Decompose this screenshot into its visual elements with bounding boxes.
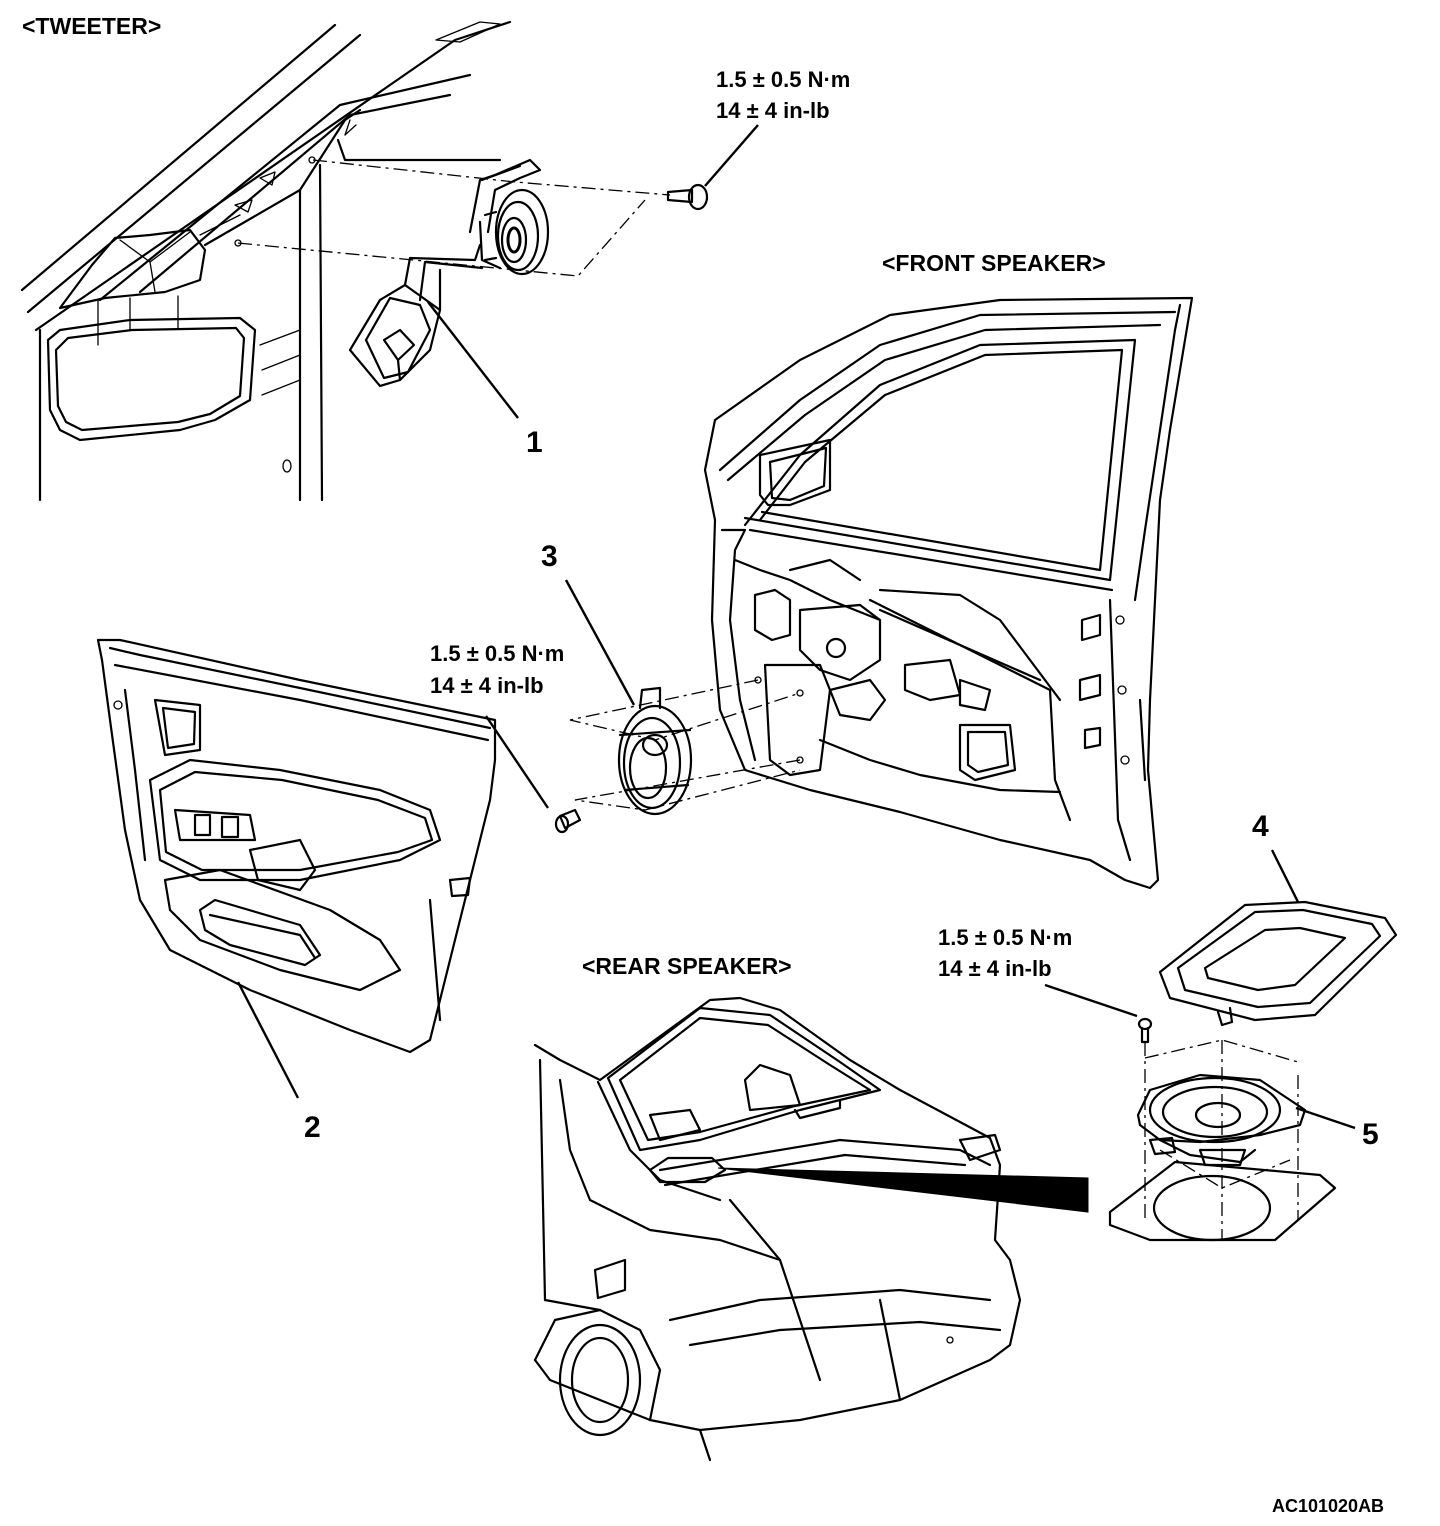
svg-text:14 ± 4 in-lb: 14 ± 4 in-lb xyxy=(938,956,1052,981)
torque-spec-tweeter: 1.5 ± 0.5 N·m 14 ± 4 in-lb xyxy=(716,67,850,123)
rear-speaker-screw xyxy=(1137,1017,1153,1044)
callout-3: 3 xyxy=(541,540,558,573)
section-label-rear-speaker: <REAR SPEAKER> xyxy=(582,953,792,979)
torque-spec-rear-speaker: 1.5 ± 0.5 N·m 14 ± 4 in-lb xyxy=(938,925,1072,981)
rear-shelf-detail xyxy=(1108,1160,1337,1242)
door-trim-panel xyxy=(96,638,497,1054)
leader-5 xyxy=(1295,1106,1356,1130)
rear-speaker-grille xyxy=(1158,900,1398,1027)
detail-pointer-wedge xyxy=(717,1167,1089,1213)
leader-tweeter-torque xyxy=(704,124,759,187)
rear-speaker-location-marker xyxy=(648,1156,727,1184)
tweeter-pillar-drawing xyxy=(20,20,512,502)
front-door-drawing xyxy=(703,296,1194,890)
front-speaker-screw xyxy=(554,808,582,834)
leader-3 xyxy=(564,579,636,706)
rear-speaker xyxy=(1136,1073,1307,1167)
leader-2 xyxy=(236,981,300,1099)
section-label-front-speaker: <FRONT SPEAKER> xyxy=(882,250,1106,276)
front-speaker xyxy=(617,686,693,816)
callout-1: 1 xyxy=(526,426,543,459)
callout-4: 4 xyxy=(1252,810,1269,843)
leader-front-torque xyxy=(485,715,549,809)
leader-rear-torque xyxy=(1044,983,1138,1018)
tweeter-screw xyxy=(666,183,709,211)
svg-text:1.5 ± 0.5 N·m: 1.5 ± 0.5 N·m xyxy=(938,925,1072,950)
leader-1 xyxy=(427,301,519,419)
svg-text:14 ± 4 in-lb: 14 ± 4 in-lb xyxy=(716,98,830,123)
tweeter-speaker xyxy=(348,158,550,388)
svg-text:14 ± 4 in-lb: 14 ± 4 in-lb xyxy=(430,673,544,698)
rear-car-drawing xyxy=(533,996,1022,1462)
svg-text:1.5 ± 0.5 N·m: 1.5 ± 0.5 N·m xyxy=(716,67,850,92)
section-label-tweeter: <TWEETER> xyxy=(22,13,161,39)
leader-4 xyxy=(1270,849,1300,903)
callout-2: 2 xyxy=(304,1111,321,1144)
callout-5: 5 xyxy=(1362,1118,1379,1151)
torque-spec-front-speaker: 1.5 ± 0.5 N·m 14 ± 4 in-lb xyxy=(430,641,564,698)
figure-code: AC101020AB xyxy=(1272,1496,1384,1516)
svg-text:1.5 ± 0.5 N·m: 1.5 ± 0.5 N·m xyxy=(430,641,564,666)
